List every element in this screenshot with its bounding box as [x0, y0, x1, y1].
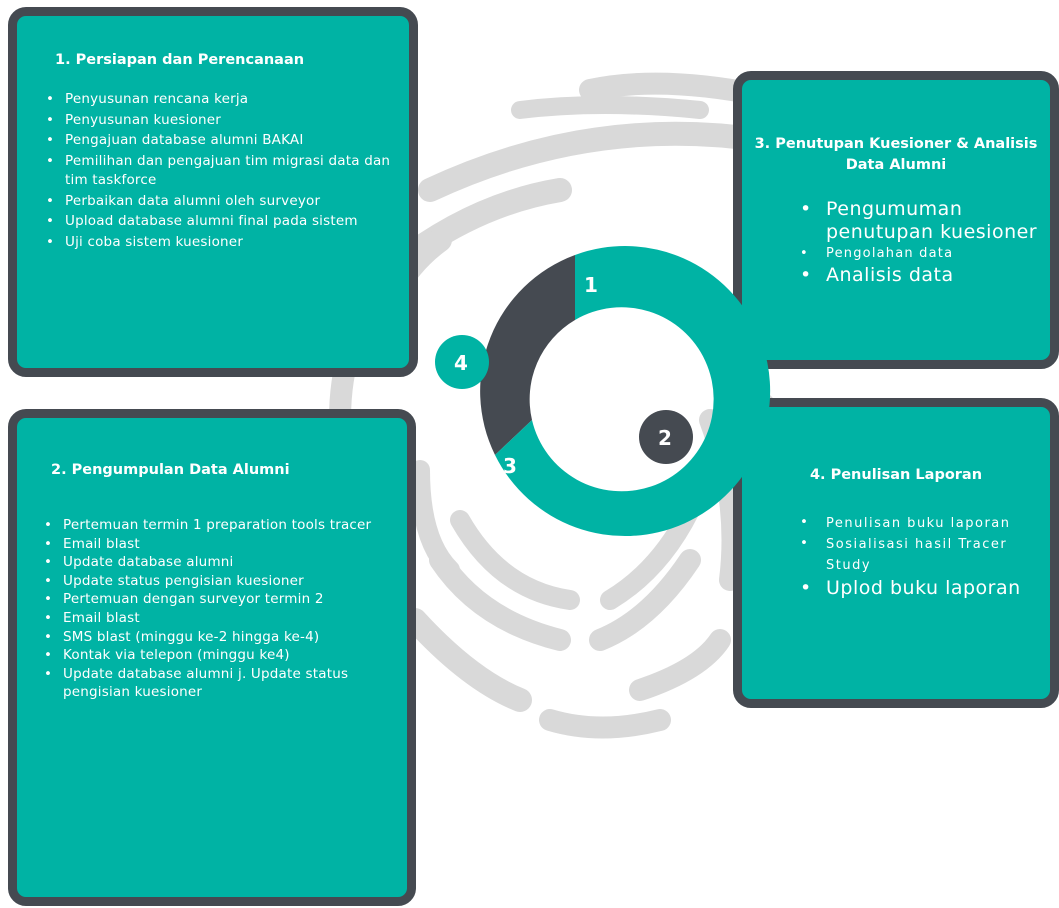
list-item: •Email blast	[44, 535, 140, 552]
list-item: •Update status pengisian kuesioner	[44, 572, 304, 589]
list-item: •Pengumuman penutupan kuesioner	[800, 198, 1038, 243]
list-item: •Penyusunan kuesioner	[46, 111, 222, 128]
step-3-list: •Pengumuman penutupan kuesioner •Pengola…	[786, 198, 1042, 287]
list-item: •Perbaikan data alumni oleh surveyor	[46, 192, 321, 209]
ring-segment-4	[480, 255, 575, 455]
list-item: •Upload database alumni final pada siste…	[46, 213, 358, 229]
step-1-list: •Penyusunan rencana kerja •Penyusunan ku…	[37, 90, 397, 253]
list-item: •Pengajuan database alumni BAKAI	[46, 132, 304, 148]
list-item: •Uplod buku laporan	[800, 577, 1021, 599]
list-item: •Update database alumni	[44, 554, 234, 571]
ring-marker-4	[435, 335, 489, 389]
step-1-box: 1. Persiapan dan Perencanaan •Penyusunan…	[8, 7, 418, 377]
list-item: •Pemilihan dan pengajuan tim migrasi dat…	[46, 152, 391, 189]
ring-label-2: 2	[658, 426, 672, 450]
list-item: •Uji coba sistem kuesioner	[46, 233, 244, 250]
list-item: •Analisis data	[800, 264, 954, 286]
step-2-title: 2. Pengumpulan Data Alumni	[51, 462, 290, 478]
list-item: •Penyusunan rencana kerja	[46, 91, 249, 107]
list-item: •Pertemuan termin 1 preparation tools tr…	[44, 517, 372, 533]
list-item: •Pertemuan dengan surveyor termin 2	[44, 591, 324, 608]
ring-label-4: 4	[454, 351, 468, 375]
ring-segment-1	[495, 246, 771, 537]
step-2-box: 2. Pengumpulan Data Alumni •Pertemuan te…	[8, 409, 416, 906]
step-4-list: •Penulisan buku laporan •Sosialisasi has…	[786, 513, 1042, 600]
list-item: •Kontak via telepon (minggu ke4)	[44, 647, 290, 664]
ring-label-3: 3	[503, 454, 517, 478]
step-3-box: 3. Penutupan Kuesioner & Analisis Data A…	[733, 71, 1059, 369]
list-item: •Email blast	[44, 609, 140, 626]
list-item: •Penulisan buku laporan	[800, 514, 1011, 531]
step-1-title: 1. Persiapan dan Perencanaan	[55, 52, 305, 68]
list-item: •SMS blast (minggu ke-2 hingga ke-4)	[44, 628, 320, 645]
list-item: •Update database alumni j. Update status…	[44, 665, 349, 701]
ring-label-1: 1	[584, 273, 598, 297]
step-4-title: 4. Penulisan Laporan	[809, 467, 983, 483]
step-3-title: 3. Penutupan Kuesioner & Analisis Data A…	[754, 136, 1038, 173]
list-item: •Pengolahan data	[800, 246, 954, 261]
step-2-list: •Pertemuan termin 1 preparation tools tr…	[35, 516, 395, 702]
list-item: •Sosialisasi hasil Tracer Study	[800, 535, 1008, 573]
step-4-box: 4. Penulisan Laporan •Penulisan buku lap…	[733, 398, 1059, 708]
ring-segment-2	[639, 410, 693, 464]
